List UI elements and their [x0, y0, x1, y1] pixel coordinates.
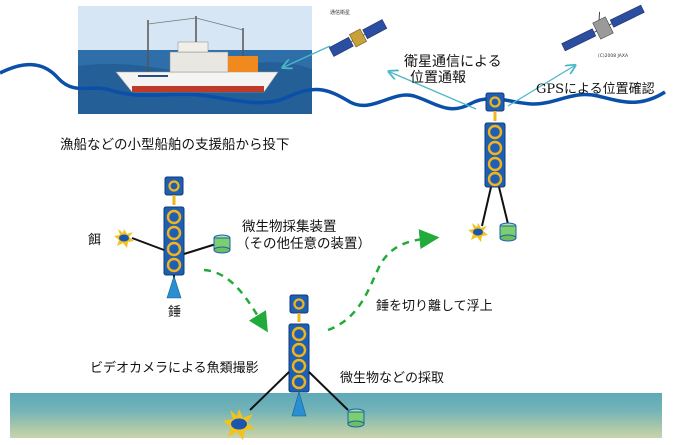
label-microbe-sampler-1: 微生物採集装置 — [242, 219, 337, 235]
label-bait: 餌 — [88, 233, 101, 249]
label-video-camera: ビデオカメラによる魚類撮影 — [90, 361, 259, 377]
label-satellite-report-2: 位置通報 — [410, 70, 466, 86]
label-gps-position: GPSによる位置確認 — [536, 82, 655, 98]
label-weight: 錘 — [168, 305, 181, 321]
label-microbe-sampling: 微生物などの採取 — [340, 371, 444, 387]
label-satellite-report-1: 衛星通信による — [404, 54, 502, 70]
label-release-and-float: 錘を切り離して浮上 — [376, 299, 493, 315]
label-microbe-sampler-2: （その他任意の装置） — [236, 236, 371, 252]
label-drop-from-ship: 漁船などの小型船舶の支援船から投下 — [60, 137, 290, 153]
